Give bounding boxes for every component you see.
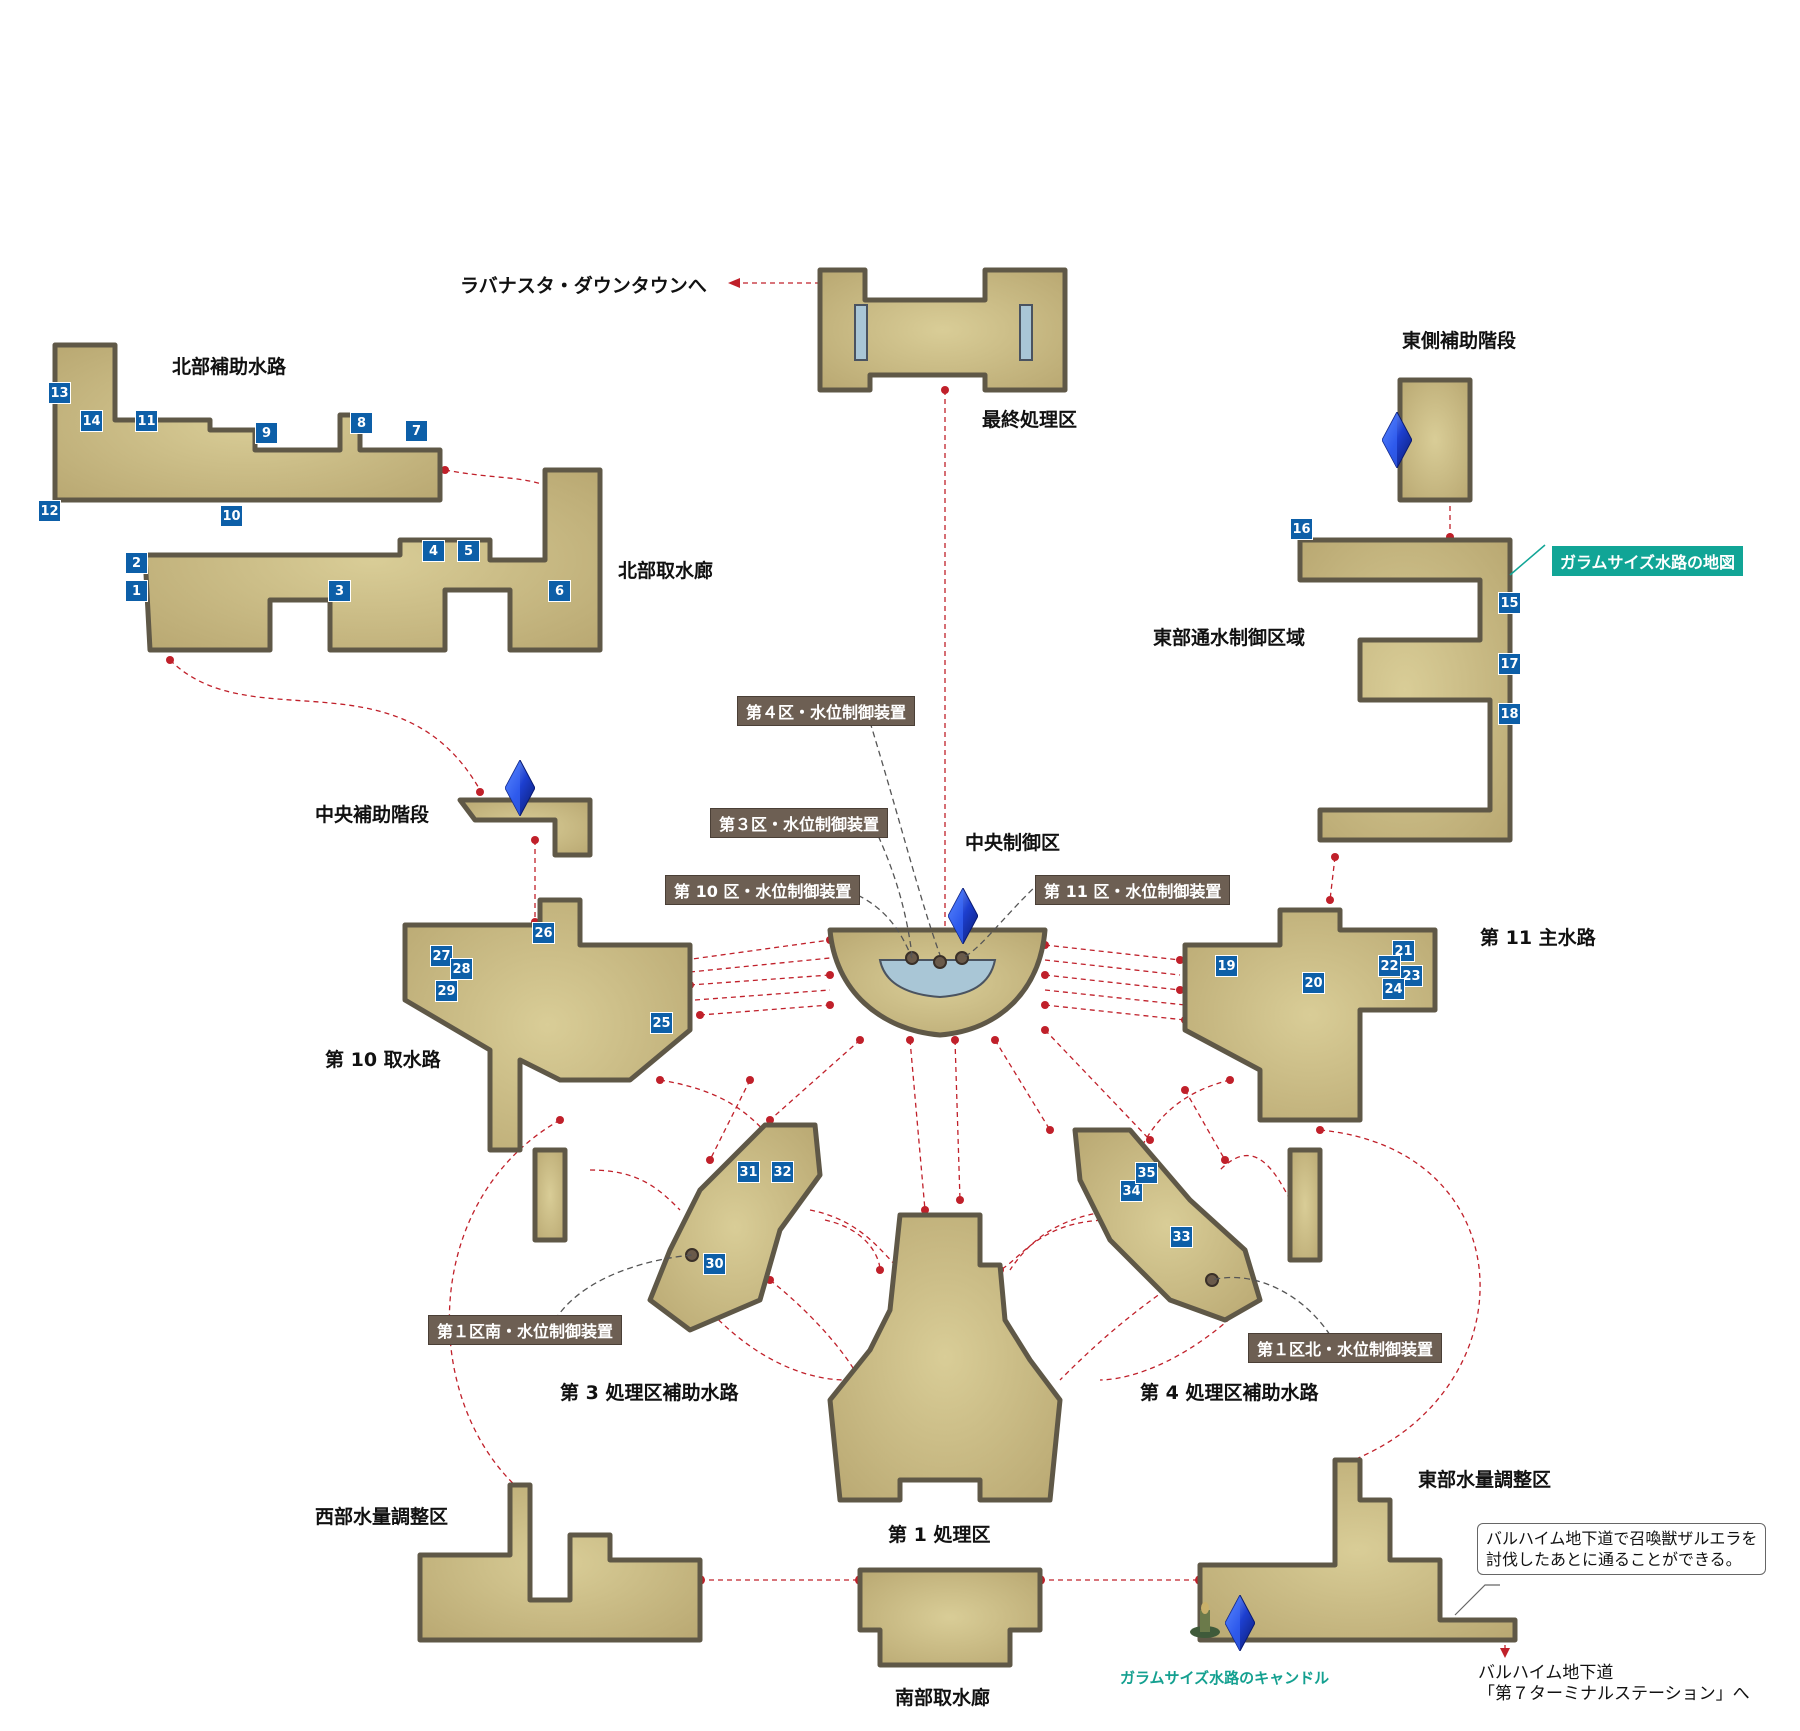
room-intake-10 [402,897,693,1153]
device-label-4: 第４区・水位制御装置 [737,696,916,726]
marker-16[interactable]: 16 [1290,518,1313,540]
save-crystal-icon[interactable] [1382,412,1412,468]
marker-26[interactable]: 26 [532,922,555,944]
marker-2[interactable]: 2 [125,552,148,574]
marker-35[interactable]: 35 [1135,1162,1158,1184]
marker-22[interactable]: 22 [1378,955,1401,977]
marker-9[interactable]: 9 [255,422,278,444]
label-central-control: 中央制御区 [965,832,1061,854]
device-label-1n: 第１区北・水位制御装置 [1248,1333,1443,1363]
access-note-line2: 討伐したあとに通ることができる。 [1486,1550,1742,1569]
marker-13[interactable]: 13 [48,382,71,404]
map-pointer [1509,544,1546,576]
marker-4[interactable]: 4 [422,540,445,562]
label-west-vol: 西部水量調整区 [315,1506,449,1528]
exit-rabanastre[interactable]: ラバナスタ・ダウンタウンへ [460,275,707,297]
room-proc-1 [827,1212,1063,1503]
label-north-intake: 北部取水廊 [618,560,714,582]
marker-31[interactable]: 31 [737,1161,760,1183]
label-final-processing: 最終処理区 [982,409,1078,431]
marker-32[interactable]: 32 [771,1161,794,1183]
device-label-11: 第 11 区・水位制御装置 [1035,875,1231,905]
room-aux-3 [647,1122,823,1333]
marker-19[interactable]: 19 [1215,955,1238,977]
save-crystal-icon[interactable] [948,888,978,944]
water [854,304,1033,999]
label-intake-10: 第 10 取水路 [325,1049,441,1071]
candle-icon[interactable] [1188,1600,1222,1638]
device-points [685,951,1219,1287]
save-crystal-icon[interactable] [505,760,535,816]
marker-30[interactable]: 30 [703,1253,726,1275]
room-intake-10-spur [532,1147,568,1243]
room-south-intake [857,1567,1043,1668]
marker-28[interactable]: 28 [450,958,473,980]
room-main-11-spur [1287,1147,1323,1263]
marker-5[interactable]: 5 [457,540,480,562]
marker-8[interactable]: 8 [350,412,373,434]
room-north-intake [142,467,603,653]
label-main-11: 第 11 主水路 [1480,927,1596,949]
marker-25[interactable]: 25 [650,1012,673,1034]
map-label: ガラムサイズ水路の地図 [1552,546,1744,576]
label-east-control: 東部通水制御区域 [1153,627,1306,649]
marker-7[interactable]: 7 [405,420,428,442]
barheim-arrow [1500,1648,1510,1658]
marker-27[interactable]: 27 [430,945,453,967]
marker-17[interactable]: 17 [1498,653,1521,675]
marker-15[interactable]: 15 [1498,592,1521,614]
marker-11[interactable]: 11 [135,410,158,432]
marker-6[interactable]: 6 [548,580,571,602]
access-note-line1: バルハイム地下道で召喚獣ザルエラを [1486,1529,1758,1548]
marker-1[interactable]: 1 [125,580,148,602]
marker-14[interactable]: 14 [80,410,103,432]
room-main-11 [1182,907,1438,1123]
marker-33[interactable]: 33 [1170,1226,1193,1248]
marker-29[interactable]: 29 [435,980,458,1002]
room-east-control-body [1297,537,1513,843]
label-proc-1: 第 1 処理区 [888,1524,991,1546]
save-crystal-icon[interactable] [1225,1595,1255,1651]
room-east-vol [1197,1457,1518,1643]
label-east-vol: 東部水量調整区 [1418,1469,1552,1491]
marker-24[interactable]: 24 [1382,978,1405,1000]
device-label-1s: 第１区南・水位制御装置 [428,1315,623,1345]
label-south-intake: 南部取水廊 [895,1687,991,1709]
room-central-stairs [457,797,593,858]
marker-18[interactable]: 18 [1498,703,1521,725]
room-final-processing [817,267,1068,393]
exit-barheim-line1: バルハイム地下道 [1478,1663,1614,1683]
device-label-3: 第３区・水位制御装置 [710,808,889,838]
marker-20[interactable]: 20 [1302,972,1325,994]
room-aux-4 [1072,1127,1263,1323]
label-aux-3: 第 3 処理区補助水路 [560,1382,739,1404]
exit-barheim[interactable]: バルハイム地下道 「第７ターミナルステーション」へ [1478,1663,1750,1705]
note-pointer [1454,1584,1500,1616]
access-note: バルハイム地下道で召喚獣ザルエラを 討伐したあとに通ることができる。 [1477,1523,1767,1575]
label-east-stairs: 東側補助階段 [1402,330,1517,352]
marker-3[interactable]: 3 [328,580,351,602]
label-north-aux: 北部補助水路 [172,356,287,378]
label-aux-4: 第 4 処理区補助水路 [1140,1382,1319,1404]
room-west-vol [417,1482,703,1643]
marker-10[interactable]: 10 [220,505,243,527]
device-label-10: 第 10 区・水位制御装置 [665,875,861,905]
label-central-stairs: 中央補助階段 [315,804,430,826]
marker-34[interactable]: 34 [1120,1180,1143,1202]
marker-12[interactable]: 12 [38,500,61,522]
exit-barheim-line2: 「第７ターミナルステーション」へ [1478,1684,1750,1704]
marker-23[interactable]: 23 [1400,965,1423,987]
rabanastre-arrow [728,278,740,288]
rooms [52,267,1518,1668]
candle-label: ガラムサイズ水路のキャンドル [1120,1669,1330,1687]
